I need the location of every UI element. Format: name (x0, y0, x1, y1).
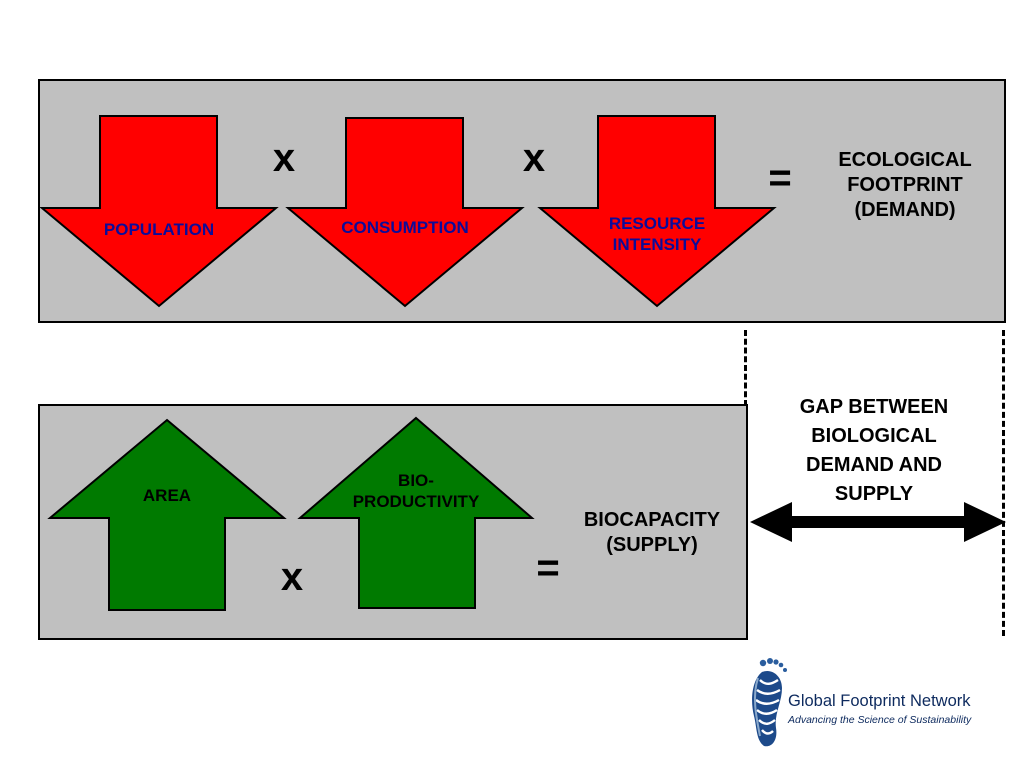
gap-double-arrow (750, 496, 1006, 553)
bio-productivity-arrow: BIO- PRODUCTIVITY (297, 416, 535, 609)
population-arrow: POPULATION (39, 115, 279, 308)
footprint-icon (752, 658, 787, 747)
double-arrow-icon (750, 502, 1006, 542)
consumption-label: CONSUMPTION (341, 218, 469, 237)
resource-intensity-label: RESOURCE INTENSITY (608, 214, 706, 254)
ecological-footprint-result: ECOLOGICAL FOOTPRINT (DEMAND) (838, 149, 972, 221)
up-arrow-icon (297, 416, 535, 609)
global-footprint-network-logo: Global Footprint Network Advancing the S… (748, 656, 978, 748)
multiply-operator-1: x (272, 136, 296, 180)
equals-operator-demand: = (768, 156, 792, 200)
multiply-operator-supply: x (280, 555, 304, 599)
gap-dashed-line-right (1002, 330, 1005, 636)
population-label: POPULATION (103, 220, 215, 239)
resource-intensity-arrow: RESOURCE INTENSITY (537, 115, 777, 308)
logo-subtitle: Advancing the Science of Sustainability (788, 714, 972, 726)
down-arrow-icon (537, 115, 777, 308)
bio-productivity-label: BIO- PRODUCTIVITY (352, 471, 480, 511)
equals-operator-supply: = (536, 546, 560, 590)
down-arrow-icon (285, 117, 525, 308)
consumption-arrow: CONSUMPTION (285, 117, 525, 308)
down-arrow-icon (39, 115, 279, 308)
up-arrow-icon (47, 418, 287, 611)
logo-title: Global Footprint Network (788, 692, 971, 710)
gap-dashed-line-left (744, 330, 747, 406)
area-label: AREA (142, 486, 192, 505)
biocapacity-result: BIOCAPACITY (SUPPLY) (583, 509, 721, 556)
multiply-operator-2: x (522, 136, 546, 180)
area-arrow: AREA (47, 418, 287, 611)
gap-label: GAP BETWEEN BIOLOGICAL DEMAND AND SUPPLY (799, 396, 949, 505)
